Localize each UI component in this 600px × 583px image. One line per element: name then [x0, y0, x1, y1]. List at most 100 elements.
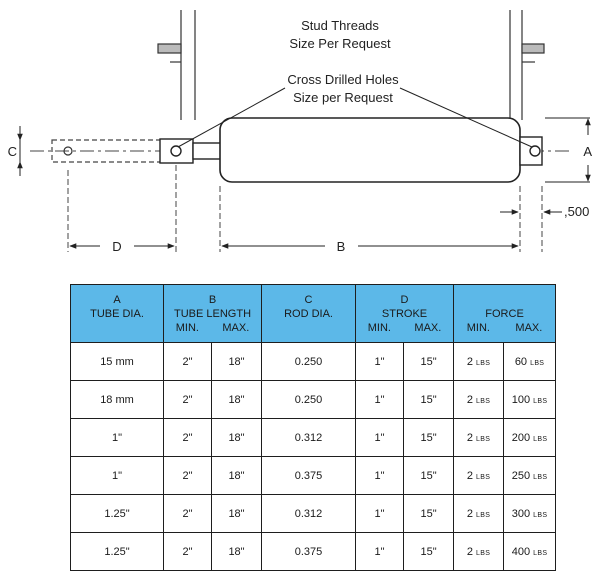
cell-stroke-max: 15"	[403, 532, 455, 571]
cell-force-max: 250 LBS	[503, 456, 557, 495]
right-bracket	[509, 10, 545, 120]
header-tube-length: B TUBE LENGTH MIN. MAX.	[162, 284, 263, 343]
tube-end-hole	[529, 145, 541, 157]
threads-note-line2: Size Per Request	[289, 36, 391, 51]
spec-table: A TUBE DIA. B TUBE LENGTH MIN. MAX. C RO…	[70, 284, 557, 571]
force-unit: LBS	[476, 359, 491, 367]
cell-len-min: 2"	[163, 342, 212, 381]
cell-rod: 0.250	[261, 342, 357, 381]
cell-tube: 18 mm	[70, 380, 164, 419]
header-stroke: D STROKE MIN. MAX.	[355, 284, 455, 343]
cylinder-tube	[219, 117, 521, 183]
cell-tube: 1.25"	[70, 532, 164, 571]
force-unit: LBS	[476, 397, 491, 405]
cell-stroke-max: 15"	[403, 342, 455, 381]
cell-force-min: 2 LBS	[453, 380, 505, 419]
cell-stroke-max: 15"	[403, 418, 455, 457]
header-a-letter: A	[113, 293, 121, 306]
force-unit: LBS	[476, 435, 491, 443]
force-value: 400	[511, 545, 531, 558]
cell-len-max: 18"	[210, 494, 263, 533]
cell-len-max: 18"	[210, 532, 263, 571]
force-value: 100	[511, 393, 531, 406]
header-force: FORCE MIN. MAX.	[453, 284, 557, 343]
header-d-max: MAX.	[414, 321, 442, 334]
header-f-name: FORCE	[485, 307, 524, 320]
header-b-min: MIN.	[175, 321, 199, 334]
cell-force-max: 200 LBS	[503, 418, 557, 457]
cell-force-min: 2 LBS	[453, 494, 505, 533]
piston-rod	[192, 142, 222, 160]
cell-len-max: 18"	[210, 380, 263, 419]
cell-rod: 0.250	[261, 380, 357, 419]
cell-rod: 0.375	[261, 456, 357, 495]
force-unit: LBS	[476, 549, 491, 557]
force-value: 60	[514, 355, 528, 368]
cell-tube: 1.25"	[70, 494, 164, 533]
holes-leader-left	[177, 87, 286, 148]
cell-stroke-min: 1"	[355, 456, 405, 495]
header-c-letter: C	[304, 293, 313, 306]
dim-a-label: A	[583, 144, 592, 159]
cell-force-min: 2 LBS	[453, 342, 505, 381]
cell-len-max: 18"	[210, 418, 263, 457]
dim-b-label: B	[337, 239, 346, 254]
force-value: 2	[466, 545, 473, 558]
force-unit: LBS	[533, 435, 548, 443]
holes-note-line1: Cross Drilled Holes	[287, 72, 399, 87]
force-value: 2	[466, 469, 473, 482]
holes-note-line2: Size per Request	[293, 90, 393, 105]
header-b-name: TUBE LENGTH	[174, 307, 252, 320]
cell-stroke-max: 15"	[403, 380, 455, 419]
extended-end-hole	[63, 146, 73, 156]
cell-len-min: 2"	[163, 532, 212, 571]
rod-end-hole	[170, 145, 182, 157]
cell-force-max: 100 LBS	[503, 380, 557, 419]
force-unit: LBS	[533, 473, 548, 481]
cell-tube: 1"	[70, 456, 164, 495]
header-tube-dia: A TUBE DIA.	[70, 284, 164, 343]
cell-stroke-min: 1"	[355, 418, 405, 457]
left-bracket	[157, 10, 196, 120]
force-value: 2	[466, 507, 473, 520]
cell-force-max: 60 LBS	[503, 342, 557, 381]
force-unit: LBS	[476, 511, 491, 519]
cell-stroke-min: 1"	[355, 380, 405, 419]
cell-len-min: 2"	[163, 494, 212, 533]
cell-stroke-max: 15"	[403, 494, 455, 533]
header-c-name: ROD DIA.	[284, 307, 333, 320]
cell-force-max: 400 LBS	[503, 532, 557, 571]
cell-rod: 0.375	[261, 532, 357, 571]
cell-stroke-min: 1"	[355, 532, 405, 571]
header-d-letter: D	[400, 293, 409, 306]
header-b-letter: B	[208, 293, 217, 306]
cell-tube: 1"	[70, 418, 164, 457]
rod-end-fitting	[159, 138, 194, 164]
force-value: 300	[511, 507, 531, 520]
header-d-min: MIN.	[367, 321, 391, 334]
cell-len-min: 2"	[163, 418, 212, 457]
gas-spring-drawing: Stud Threads Size Per Request Cross Dril…	[8, 10, 592, 254]
cell-stroke-min: 1"	[355, 342, 405, 381]
cell-len-max: 18"	[210, 456, 263, 495]
dim-c-label: C	[8, 144, 17, 159]
force-value: 250	[511, 469, 531, 482]
force-unit: LBS	[533, 511, 548, 519]
force-unit: LBS	[476, 473, 491, 481]
cell-tube: 15 mm	[70, 342, 164, 381]
cell-len-min: 2"	[163, 456, 212, 495]
dim-d-label: D	[112, 239, 121, 254]
cell-stroke-min: 1"	[355, 494, 405, 533]
cell-rod: 0.312	[261, 494, 357, 533]
cell-rod: 0.312	[261, 418, 357, 457]
force-unit: LBS	[533, 397, 548, 405]
header-d-name: STROKE	[381, 307, 428, 320]
header-rod-dia: C ROD DIA.	[261, 284, 357, 343]
force-unit: LBS	[530, 359, 545, 367]
